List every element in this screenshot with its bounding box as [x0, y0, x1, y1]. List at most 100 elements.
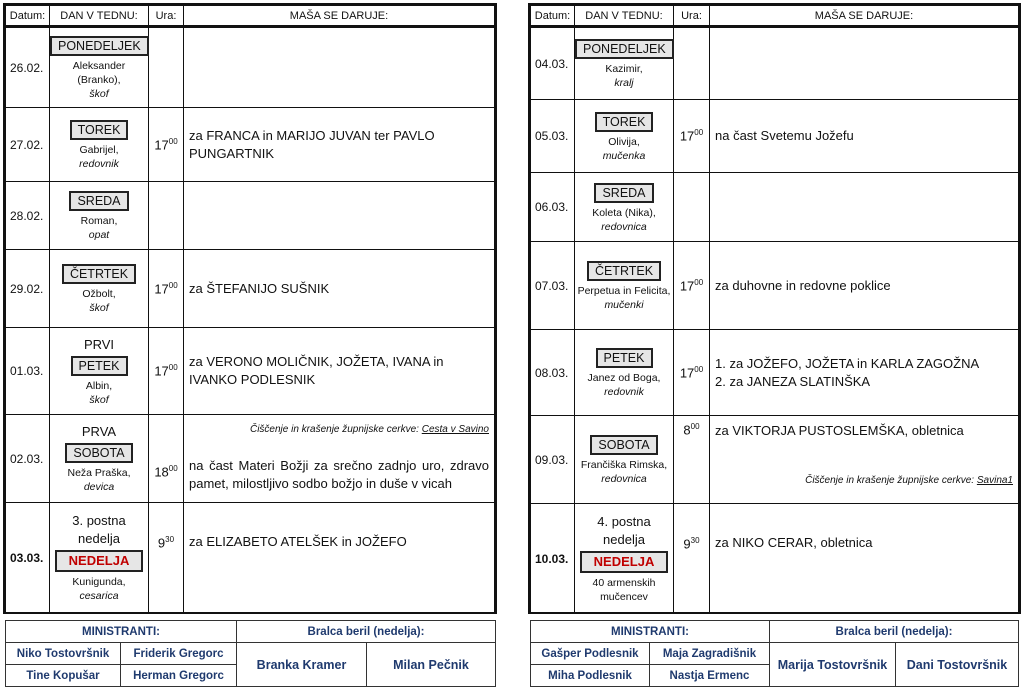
time-cell: 800 [673, 415, 710, 504]
date-cell: 06.03. [530, 172, 575, 242]
intentions: za FRANCA in MARIJO JUVAN ter PAVLO PUNG… [189, 127, 489, 163]
saint-name: Ožbolt, [82, 288, 116, 300]
reader-name: Marija Tostovršnik [769, 642, 896, 687]
server-name: Gašper Podlesnik [530, 642, 650, 665]
time-hour: 17 [679, 365, 695, 381]
intentions: na čast Materi Božji za srečno zadnjo ur… [189, 457, 489, 493]
date-cell: 04.03. [530, 26, 575, 100]
saint-role: devica [83, 481, 115, 493]
date-cell: 08.03. [530, 329, 575, 416]
time-hour: 17 [154, 363, 169, 379]
saint-role: mučenki [604, 299, 644, 311]
time-hour: 17 [679, 128, 695, 144]
day-name-badge: SREDA [594, 182, 654, 203]
header-row: Datum:DAN V TEDNU:Ura:MAŠA SE DARUJE: [530, 5, 1019, 28]
header-day: DAN V TEDNU: [49, 5, 149, 28]
time-hour: 9 [157, 535, 166, 551]
day-prefix: 4. postna nedelja [597, 514, 651, 547]
mass-intention-cell: za FRANCA in MARIJO JUVAN ter PAVLO PUNG… [183, 107, 495, 182]
time-cell: 930 [673, 503, 710, 614]
intentions: za ELIZABETO ATELŠEK in JOŽEFO [189, 533, 489, 551]
readers-title: Bralca beril (nedelja): [769, 620, 1019, 643]
week-schedule-2: Datum:DAN V TEDNU:Ura:MAŠA SE DARUJE:04.… [528, 3, 1021, 614]
header-row: Datum:DAN V TEDNU:Ura:MAŠA SE DARUJE: [5, 5, 495, 28]
time-cell: 1700 [673, 99, 710, 173]
time-hour: 9 [683, 536, 691, 552]
day-name-badge: SREDA [69, 191, 129, 211]
time-hour: 18 [154, 464, 169, 480]
week-schedule-1: Datum:DAN V TEDNU:Ura:MAŠA SE DARUJE:26.… [3, 3, 497, 614]
header-time: Ura: [673, 5, 710, 28]
saint-name: Janez od Boga, [587, 372, 661, 384]
mass-intention-cell: Čiščenje in krašenje župnijske cerkve: C… [183, 414, 495, 503]
saint-role: redovnik [604, 386, 644, 398]
day-name-badge: TOREK [69, 120, 129, 140]
time-minutes: 00 [168, 280, 178, 290]
header-time: Ura: [148, 5, 184, 28]
saint-name: Neža Praška, [67, 467, 131, 479]
time-cell [673, 26, 710, 100]
intention-text: na čast Svetemu Jožefu [715, 128, 854, 143]
day-prefix: PRVA [81, 424, 117, 439]
server-name: Tine Kopušar [5, 664, 121, 687]
date-cell: 10.03. [530, 503, 575, 614]
time-hour: 8 [683, 422, 691, 438]
time-minutes: 00 [168, 136, 178, 146]
header-day: DAN V TEDNU: [574, 5, 674, 28]
cleaning-note: Čiščenje in krašenje župnijske cerkve: C… [189, 421, 489, 439]
day-prefix: PRVI [83, 336, 115, 352]
saint-role: škof [89, 393, 109, 406]
cleaning-note-area: Cesta v Savino [421, 424, 489, 435]
intentions: za VIKTORJA PUSTOSLEMŠKA, obletnica [715, 422, 1013, 440]
day-prefix: 3. postna nedelja [72, 513, 126, 546]
header-mass: MAŠA SE DARUJE: [709, 5, 1019, 28]
server-name: Niko Tostovršnik [5, 642, 121, 665]
day-name-badge: NEDELJA [579, 551, 669, 573]
intention-text: za duhovne in redovne poklice [715, 277, 891, 293]
day-name-badge: ČETRTEK [586, 261, 662, 281]
time-cell: 1700 [148, 327, 184, 415]
time-minutes: 00 [694, 128, 704, 138]
time-minutes: 00 [168, 463, 178, 473]
reader-name: Milan Pečnik [366, 642, 496, 687]
date-cell: 29.02. [5, 249, 50, 328]
mass-intention-cell: na čast Svetemu Jožefu [709, 99, 1019, 173]
schedule-table: Datum:DAN V TEDNU:Ura:MAŠA SE DARUJE:26.… [5, 5, 495, 613]
date-cell: 09.03. [530, 415, 575, 504]
saint-role: škof [89, 302, 109, 314]
readers-title: Bralca beril (nedelja): [236, 620, 496, 643]
saint-role: mučenka [602, 149, 646, 162]
reader-name: Dani Tostovršnik [895, 642, 1019, 687]
intention-text: za ŠTEFANIJO SUŠNIK [189, 280, 330, 296]
mass-intention-cell [183, 181, 495, 250]
mass-intention-cell: za NIKO CERAR, obletnica [709, 503, 1019, 614]
servers-readers-table: MINISTRANTI:Bralca beril (nedelja):Gašpe… [530, 620, 1019, 687]
mass-intention-cell [709, 26, 1019, 100]
saint-name: Frančiška Rimska, [580, 459, 668, 471]
day-name-badge: PETEK [595, 348, 653, 368]
server-name: Maja Zagradišnik [649, 642, 770, 665]
intentions: na čast Svetemu Jožefu [715, 127, 1013, 145]
date-cell: 28.02. [5, 181, 50, 250]
cleaning-note-text: Čiščenje in krašenje župnijske cerkve: [249, 424, 422, 435]
saint-name: Roman, [80, 215, 118, 227]
time-minutes: 00 [168, 363, 178, 373]
server-name: Nastja Ermenc [649, 664, 770, 687]
cleaning-note: Čiščenje in krašenje župnijske cerkve: S… [715, 472, 1013, 490]
